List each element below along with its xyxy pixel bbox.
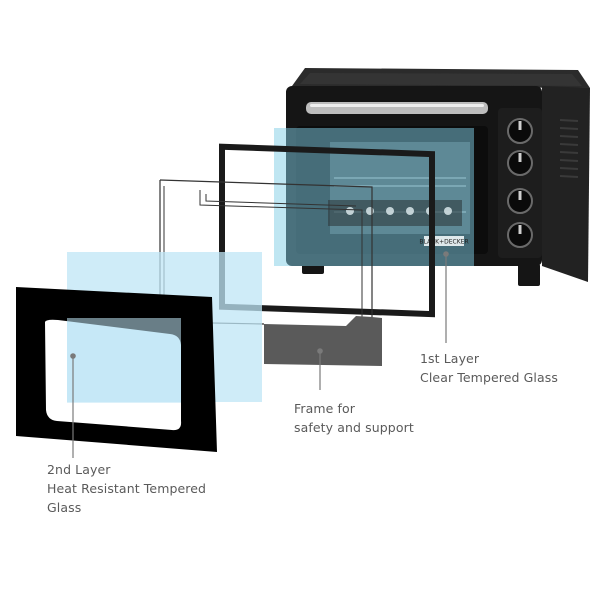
frame-plate (264, 316, 382, 366)
first-layer-callout: 1st Layer Clear Tempered Glass (420, 349, 558, 387)
brand-badge-text: BLACK+DECKER (419, 239, 468, 246)
frame-desc: safety and support (294, 420, 414, 435)
oven-foot-right (518, 264, 540, 286)
oven-foot-left (302, 264, 324, 274)
leader-lines (70, 251, 449, 458)
frame-title: Frame for (294, 401, 356, 416)
outer-door-frame (219, 143, 435, 318)
oven-right-side (542, 86, 590, 282)
oven-handle-shine (310, 104, 484, 107)
timer-knob-icon (507, 188, 533, 214)
first-layer-desc: Clear Tempered Glass (420, 370, 558, 385)
oven-top-highlight (300, 73, 582, 86)
brand-badge (424, 236, 464, 246)
second-layer-desc-2: Glass (47, 500, 82, 515)
control-knobs (507, 118, 533, 248)
oven-side-vents (559, 119, 579, 178)
control-panel (498, 108, 542, 258)
oven-handle (306, 102, 488, 114)
first-layer-title: 1st Layer (420, 351, 480, 366)
second-layer-title: 2nd Layer (47, 462, 111, 477)
oven-display-panel (328, 200, 462, 226)
outer-door-panel (16, 287, 217, 452)
second-layer-desc-1: Heat Resistant Tempered (47, 481, 207, 496)
temperature-knob-icon (507, 118, 533, 144)
frame-callout: Frame for safety and support (294, 399, 414, 437)
function-knob-icon (507, 150, 533, 176)
element-knob-icon (507, 222, 533, 248)
second-layer-callout: 2nd Layer Heat Resistant Tempered Glass (47, 460, 206, 517)
